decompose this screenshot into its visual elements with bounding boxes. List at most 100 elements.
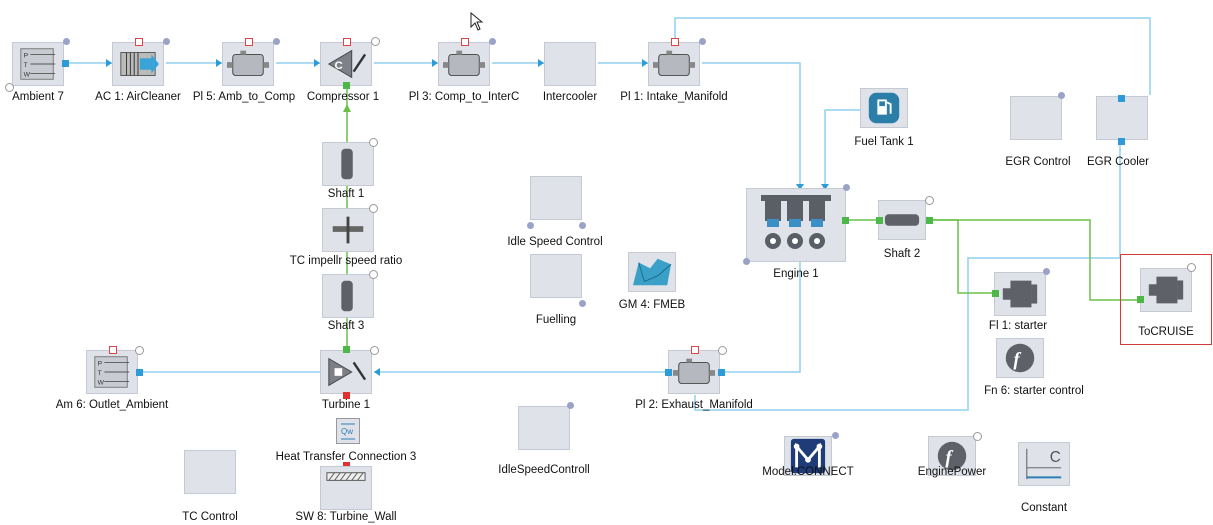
label-tc-control: TC Control — [182, 511, 238, 523]
idle-speed-control-block[interactable] — [530, 176, 582, 220]
engine-body[interactable] — [746, 188, 846, 262]
port-square — [671, 38, 679, 46]
turbine-block[interactable] — [320, 350, 372, 394]
amb-to-comp-block[interactable] — [222, 42, 274, 86]
shaft-3-block[interactable] — [322, 274, 374, 318]
constant-block[interactable]: C — [1018, 442, 1070, 486]
label-egr-cooler: EGR Cooler — [1087, 156, 1149, 168]
starter-control-block[interactable]: f — [996, 338, 1044, 378]
port-square — [343, 38, 351, 46]
fuelling-block[interactable] — [530, 254, 582, 298]
egr-cooler-block[interactable] — [1096, 96, 1148, 140]
compressor-block[interactable]: C — [320, 42, 372, 86]
label-shaft-2: Shaft 2 — [883, 248, 921, 260]
svg-text:f: f — [1013, 350, 1021, 371]
outlet-ambient-block[interactable]: P T W — [86, 350, 138, 394]
label-egr-control: EGR Control — [1005, 156, 1071, 168]
shaft-port[interactable] — [876, 217, 883, 224]
port-dot — [369, 270, 378, 279]
heat-port[interactable] — [343, 462, 350, 469]
fuel-tank-block[interactable] — [860, 88, 908, 128]
heat-port[interactable] — [343, 392, 350, 399]
label-comp-to-interc: Pl 3: Comp_to_InterC — [408, 91, 520, 103]
shaft-2-block[interactable] — [878, 200, 926, 240]
ambient-7-block[interactable]: P T W — [12, 42, 64, 86]
label-tocruise: ToCRUISE — [1138, 326, 1194, 338]
port-square — [135, 38, 143, 46]
egr-control-block[interactable] — [1010, 96, 1062, 140]
shaft-port[interactable] — [343, 346, 350, 353]
port-dot — [369, 138, 378, 147]
label-fuelling: Fuelling — [535, 314, 577, 326]
label-amb-to-comp: Pl 5: Amb_to_Comp — [192, 91, 296, 103]
port-dot — [369, 204, 378, 213]
cruise-link-icon — [1148, 276, 1184, 304]
turbine-wall-block[interactable] — [320, 466, 372, 510]
port-dot — [135, 346, 144, 355]
fmeb-block[interactable] — [628, 252, 676, 292]
exhaust-manifold-block[interactable] — [668, 350, 720, 394]
selection-highlight — [1120, 254, 1212, 345]
shaft-icon — [884, 214, 920, 226]
shaft-1-block[interactable] — [322, 142, 374, 186]
label-outlet-ambient: Am 6: Outlet_Ambient — [55, 399, 169, 411]
port-square — [691, 346, 699, 354]
svg-text:f: f — [945, 448, 953, 469]
intake-manifold-block[interactable] — [648, 42, 700, 86]
svg-text:P: P — [98, 360, 103, 367]
aircleaner-block[interactable] — [112, 42, 164, 86]
engine-power-block[interactable]: f — [928, 436, 976, 476]
ptw-boundary-icon: P T W — [20, 48, 56, 80]
constant-icon: C — [1026, 448, 1062, 480]
tc-speed-ratio-block[interactable] — [322, 208, 374, 252]
tocruise-block[interactable] — [1140, 268, 1192, 312]
port-dot — [925, 196, 934, 205]
starter-block[interactable] — [994, 272, 1046, 316]
port-dot — [579, 222, 586, 229]
port[interactable] — [1118, 138, 1125, 145]
label-fuel-tank: Fuel Tank 1 — [854, 136, 914, 148]
tc-control-block[interactable] — [184, 450, 236, 494]
label-starter: Fl 1: starter — [988, 320, 1048, 332]
wall-icon — [326, 472, 366, 481]
label-engine-power: EnginePower — [917, 466, 987, 478]
port[interactable] — [136, 369, 143, 376]
label-engine: Engine 1 — [773, 268, 819, 280]
plenum-icon — [673, 358, 715, 384]
port-square — [461, 38, 469, 46]
model-connect-block[interactable] — [784, 436, 832, 476]
port-dot — [371, 37, 380, 46]
idle-speed-controll-block[interactable] — [518, 406, 570, 450]
comp-to-interc-block[interactable] — [438, 42, 490, 86]
label-idle-speed-controll: IdleSpeedControll — [498, 464, 590, 476]
port-dot — [973, 432, 982, 441]
label-heat-transfer: Heat Transfer Connection 3 — [275, 451, 417, 463]
label-model-connect: Model.CONNECT — [762, 466, 854, 478]
starter-port[interactable] — [992, 290, 999, 297]
plenum-icon — [227, 50, 269, 76]
heat-transfer-block[interactable]: Qw — [336, 418, 360, 444]
shaft-port[interactable] — [926, 217, 933, 224]
label-intake-manifold: Pl 1: Intake_Manifold — [620, 91, 728, 103]
shaft-icon — [341, 148, 353, 180]
label-starter-control: Fn 6: starter control — [984, 385, 1084, 397]
port-dot — [832, 432, 839, 439]
crank-port[interactable] — [842, 217, 849, 224]
cruise-port[interactable] — [1137, 296, 1144, 303]
port[interactable] — [1118, 95, 1125, 102]
shaft-port[interactable] — [343, 82, 350, 89]
port-square — [245, 38, 253, 46]
port[interactable] — [718, 369, 725, 376]
port[interactable] — [665, 369, 672, 376]
intercooler-block[interactable] — [544, 42, 596, 86]
label-turbine-wall: SW 8: Turbine_Wall — [295, 511, 397, 523]
label-idle-speed-control: Idle Speed Control — [507, 236, 603, 248]
port[interactable] — [62, 60, 69, 67]
port-dot — [273, 38, 280, 45]
label-constant: Constant — [1020, 502, 1068, 514]
port-dot — [527, 222, 534, 229]
label-exhaust-manifold: Pl 2: Exhaust_Manifold — [635, 399, 753, 411]
function-icon: f — [937, 441, 967, 471]
label-fmeb: GM 4: FMEB — [618, 299, 686, 311]
